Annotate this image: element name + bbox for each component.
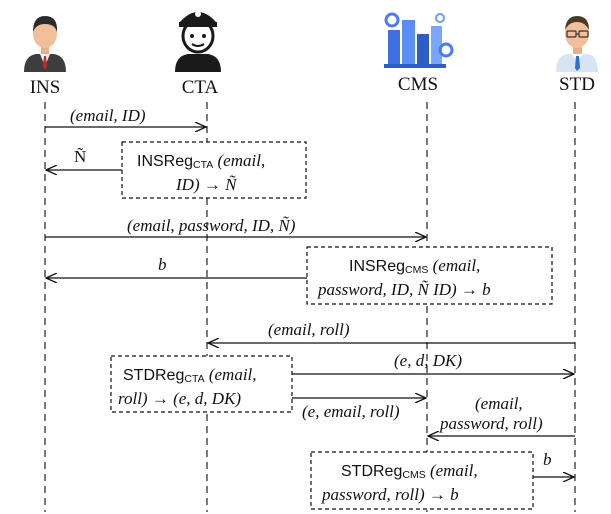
message-label-1: (email, ID) bbox=[70, 106, 146, 125]
box-insreg-cms-line2: password, ID, Ñ ID) → b bbox=[317, 280, 491, 299]
message-label-2: Ñ bbox=[74, 147, 86, 166]
box-stdreg-cta-line2: roll) → (e, d, DK) bbox=[118, 389, 241, 408]
box-stdreg-cta bbox=[110, 355, 293, 413]
actor-label-std: STD bbox=[559, 74, 595, 95]
actor-label-cta: CTA bbox=[182, 77, 219, 98]
box-stdreg-cta-line1: STDRegCTA (email, bbox=[123, 365, 257, 385]
message-label-6: (e, d, DK) bbox=[394, 351, 462, 370]
box-stdreg-cms-line2: password, roll) → b bbox=[321, 485, 459, 504]
message-label-3: (email, password, ID, Ñ) bbox=[127, 216, 296, 235]
box-stdreg-cms-line1: STDRegCMS (email, bbox=[341, 461, 478, 481]
message-label-8-line1: (email, bbox=[475, 394, 523, 413]
box-insreg-cms-line1: INSRegCMS (email, bbox=[349, 256, 480, 276]
message-label-4: b bbox=[158, 255, 167, 274]
man-in-suit-icon bbox=[24, 16, 66, 72]
box-insreg-cms bbox=[306, 246, 553, 305]
police-officer-icon bbox=[175, 11, 221, 72]
message-label-8-line2: password, roll) bbox=[439, 414, 543, 433]
message-label-7: (e, email, roll) bbox=[302, 402, 400, 421]
box-insreg-cta-line1: INSRegCTA (email, bbox=[137, 151, 265, 171]
servers-cloud-icon bbox=[384, 12, 454, 68]
actor-label-ins: INS bbox=[30, 77, 61, 98]
box-stdreg-cms bbox=[310, 451, 534, 510]
message-label-5: (email, roll) bbox=[268, 320, 350, 339]
actor-label-cms: CMS bbox=[398, 74, 438, 95]
box-insreg-cta-line2: ID) → Ñ bbox=[175, 175, 238, 194]
message-label-9: b bbox=[543, 450, 552, 469]
student-icon bbox=[556, 16, 598, 72]
